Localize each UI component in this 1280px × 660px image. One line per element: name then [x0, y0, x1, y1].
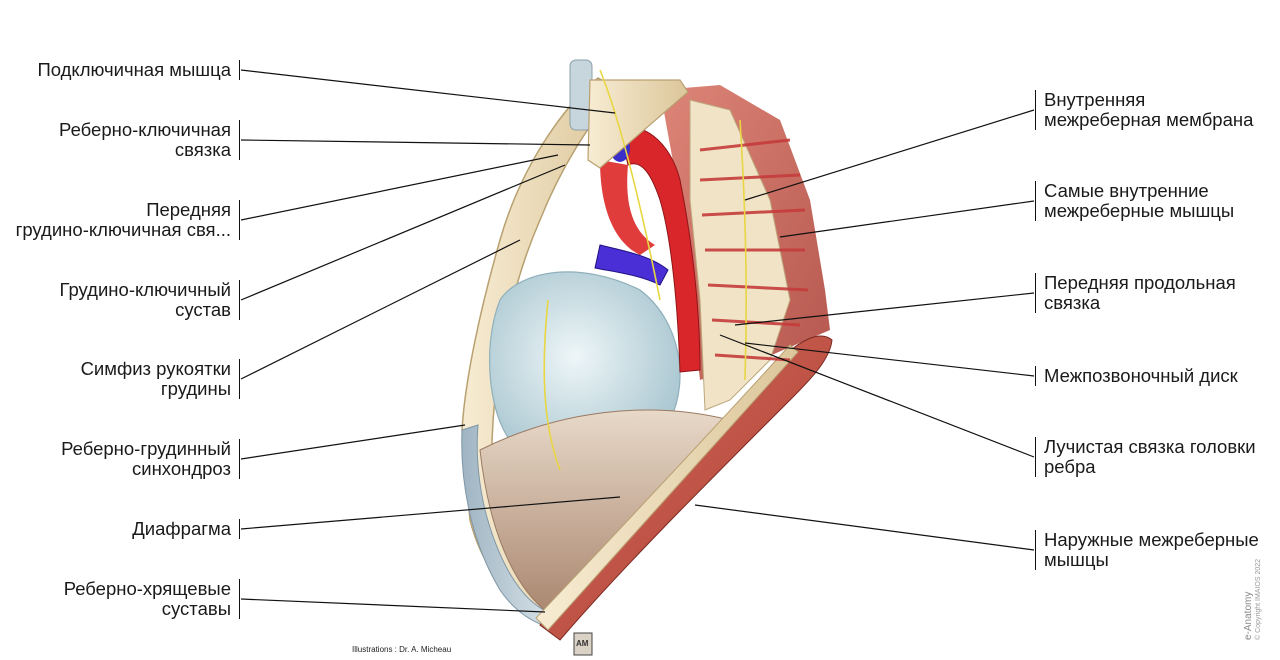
illustration-credit: Illustrations : Dr. A. Micheau: [352, 645, 452, 654]
label-radiate-ligament: Лучистая связка головки ребра: [1035, 437, 1256, 477]
label-innermost-intercostal-muscles: Самые внутренние межреберные мышцы: [1035, 181, 1234, 221]
logo-plate: [573, 632, 593, 656]
label-internal-intercostal-membrane: Внутренняя межреберная мембрана: [1035, 90, 1253, 130]
label-sternoclavicular-joint: Грудино-ключичный сустав: [59, 280, 240, 320]
brand-watermark: e-Anatomy © Copyright IMAIOS 2022: [1243, 558, 1262, 640]
label-anterior-longitudinal-ligament: Передняя продольная связка: [1035, 273, 1236, 313]
aorta: [619, 127, 701, 373]
label-anterior-sternoclavicular-ligament: Передняя грудино-ключичная свя...: [16, 200, 240, 240]
logo-mark: AM: [576, 639, 589, 648]
aortic-arch: [600, 160, 655, 255]
label-sternocostal-synchondrosis: Реберно-грудинный синхондроз: [61, 439, 240, 479]
label-costoxiphoid-joints: Реберно-хрящевые суставы: [64, 579, 240, 619]
label-subclavius: Подключичная мышца: [37, 60, 240, 80]
label-manubriosternal-symphysis: Симфиз рукоятки грудины: [81, 359, 240, 399]
label-external-intercostal-muscles: Наружные межреберные мышцы: [1035, 530, 1259, 570]
label-diaphragm: Диафрагма: [132, 519, 240, 539]
label-costoclavicular-ligament: Реберно-ключичная связка: [59, 120, 240, 160]
superior-vena-cava: [594, 244, 669, 286]
label-intervertebral-disc: Межпозвоночный диск: [1035, 366, 1238, 386]
